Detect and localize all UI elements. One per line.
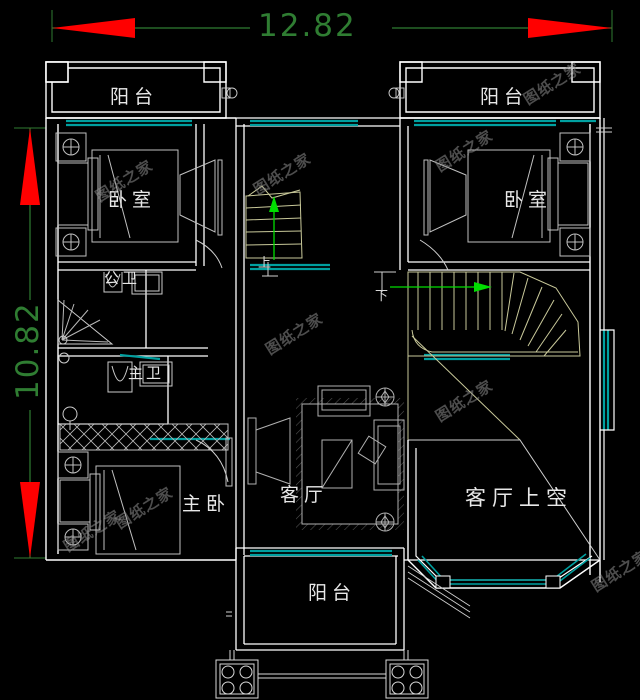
room-label-living-room: 客厅 <box>280 484 329 506</box>
room-label-bedroom-right: 卧室 <box>504 189 553 211</box>
interior-walls <box>58 117 600 651</box>
dimension-left <box>14 127 46 559</box>
column-details <box>215 650 429 699</box>
room-label-public-bathroom: 公卫 <box>104 269 141 287</box>
room-label-balcony-top-right: 阳台 <box>480 86 529 108</box>
dimension-arrow-left <box>52 18 135 38</box>
room-label-bedroom-left: 卧室 <box>108 189 157 211</box>
misc-linework <box>221 87 612 619</box>
room-label-balcony-top-left: 阳台 <box>110 86 159 108</box>
dimension-left-value: 10.82 <box>10 301 46 400</box>
stair-up-flight <box>245 185 303 277</box>
master-bedroom-furniture <box>57 423 233 555</box>
stair-up-label: 上 <box>258 256 272 271</box>
bedroom-right-furniture <box>419 132 591 271</box>
dimension-arrow-top <box>20 128 40 205</box>
dimension-arrow-right <box>528 18 612 38</box>
room-label-living-room-void: 客厅上空 <box>465 486 573 510</box>
dimension-arrow-bottom <box>20 482 40 558</box>
living-room-void-outline <box>407 439 601 589</box>
windows <box>66 119 610 557</box>
bedroom-left-furniture <box>55 132 223 269</box>
public-bathroom-fixtures <box>57 271 163 345</box>
room-label-master-bathroom: 主卫 <box>128 364 165 382</box>
living-room-furniture <box>247 385 405 532</box>
stair-down-flight <box>374 271 581 441</box>
dimension-top-value: 12.82 <box>258 8 357 44</box>
dimension-top <box>51 10 613 42</box>
room-label-master-bedroom: 主卧 <box>182 493 231 515</box>
right-wall-detail <box>600 118 615 560</box>
master-bathroom-fixtures <box>58 352 173 430</box>
room-label-balcony-bottom: 阳台 <box>308 582 357 604</box>
stair-down-label: 下 <box>375 289 389 304</box>
